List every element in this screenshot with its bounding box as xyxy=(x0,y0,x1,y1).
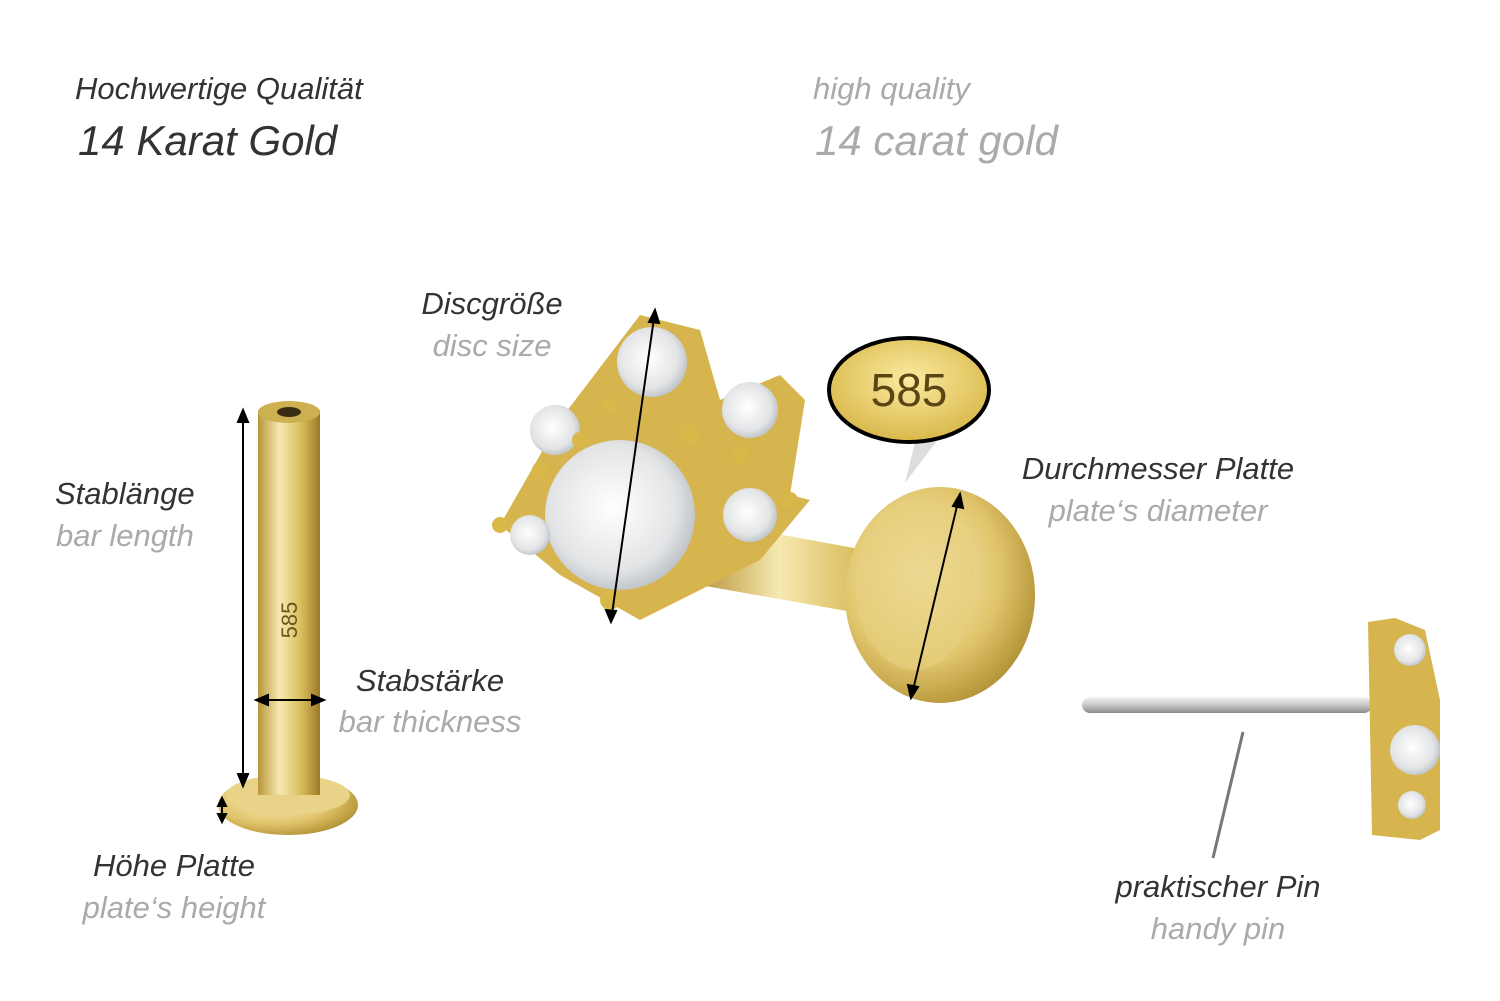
label-disc-size-en: disc size xyxy=(432,328,552,363)
label-plate-height-en: plate‘s height xyxy=(82,890,266,925)
hallmark-bubble-text: 585 xyxy=(871,364,948,416)
label-disc-size-de: Discgröße xyxy=(421,286,563,321)
label-plate-diameter-de: Durchmesser Platte xyxy=(1021,451,1295,486)
side-view-pin xyxy=(1082,618,1440,859)
bar-stamp: 585 xyxy=(277,602,302,639)
header-material-en: 14 carat gold xyxy=(815,117,1058,164)
label-bar-length-en: bar length xyxy=(56,518,194,553)
jewel-stud xyxy=(492,315,1035,703)
header-quality-de: Hochwertige Qualität xyxy=(75,71,363,106)
dimension-arrows xyxy=(216,407,327,825)
label-plate-height-de: Höhe Platte xyxy=(93,848,255,883)
label-bar-thickness-en: bar thickness xyxy=(338,704,522,739)
label-plate-diameter-en: plate‘s diameter xyxy=(1048,493,1268,528)
header-quality-en: high quality xyxy=(813,71,970,106)
labret-bar xyxy=(218,401,358,835)
label-bar-length-de: Stablänge xyxy=(55,476,195,511)
label-handy-pin-en: handy pin xyxy=(1150,911,1286,946)
label-bar-thickness-de: Stabstärke xyxy=(355,663,505,698)
header-material-de: 14 Karat Gold xyxy=(78,117,338,164)
hallmark-bubble xyxy=(827,336,991,444)
label-handy-pin-de: praktischer Pin xyxy=(1115,869,1321,904)
